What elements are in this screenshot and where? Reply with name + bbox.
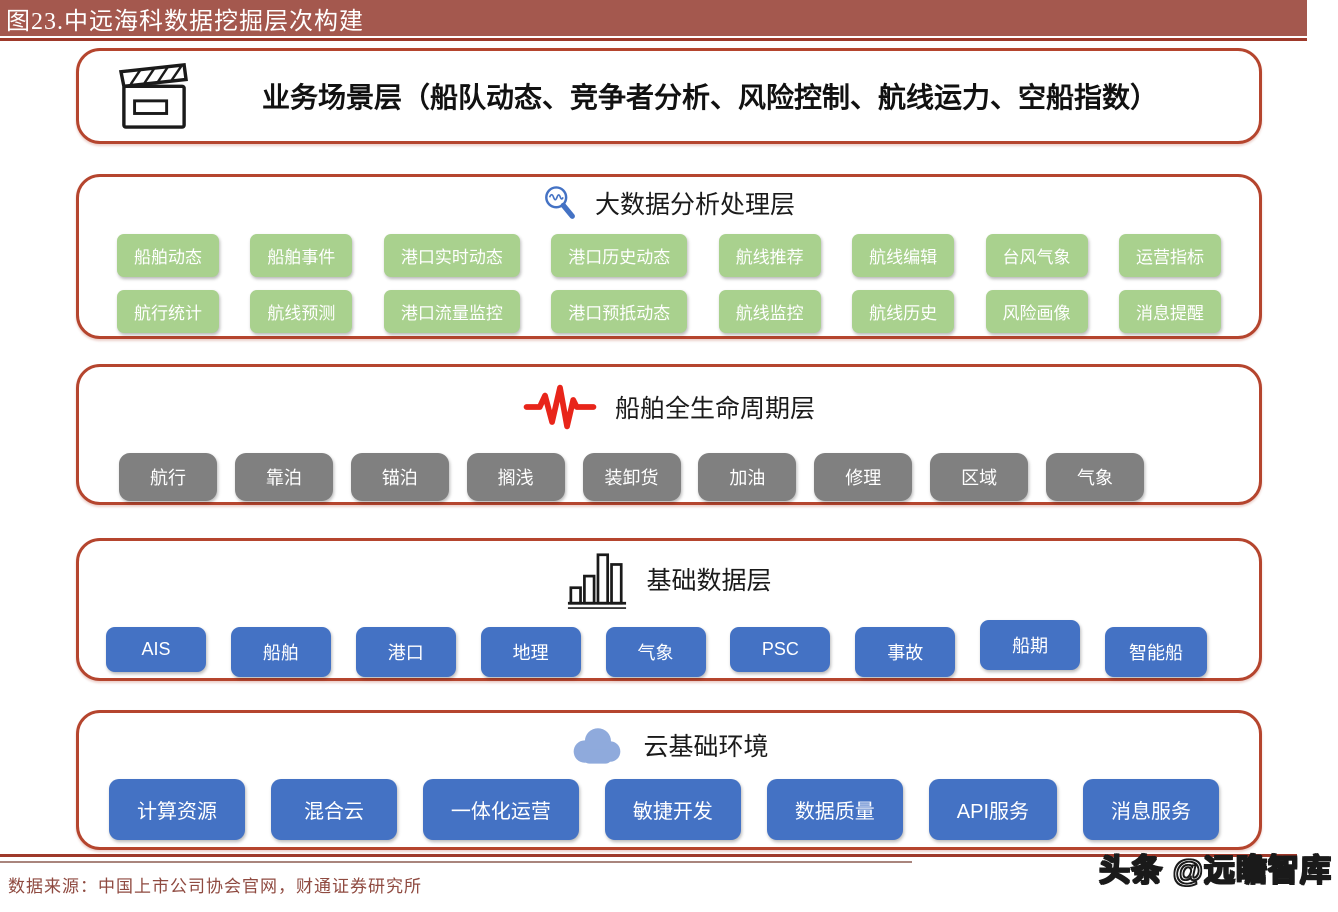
chip: 靠泊 [234,453,333,501]
chip: 消息服务 [1082,779,1219,840]
chip: 地理 [480,627,581,677]
chip: 航线编辑 [852,234,955,277]
chip: 港口历史动态 [551,234,688,277]
layer-title-cloud: 云基础环境 [643,733,769,761]
chip: 航线历史 [852,290,955,333]
chip: 港口 [355,627,456,677]
chip: 船舶 [230,627,331,677]
layer-cloud-infrastructure: 云基础环境 计算资源混合云一体化运营敏捷开发数据质量 API服务消息服务 [76,710,1262,850]
layer-diagram: 业务场景层（船队动态、竞争者分析、风险控制、航线运力、空船指数） 大数据分析处理… [0,48,1338,850]
layer-header: 大数据分析处理层 [79,185,1259,221]
chip: 运营指标 [1118,234,1221,277]
chip: 加油 [698,453,797,501]
layer-base-data: 基础数据层 AIS 船舶港口地理气象 PSC 事故船期智能船 [76,538,1262,681]
title-divider [0,38,1307,41]
chip: 风险画像 [985,290,1088,333]
chip: 修理 [814,453,913,501]
layer-business-scenario: 业务场景层（船队动态、竞争者分析、风险控制、航线运力、空船指数） [76,48,1262,144]
layer-title-big-data: 大数据分析处理层 [594,191,795,219]
bottom-divider-thick [0,854,1297,857]
chip-row-cloud: 计算资源混合云一体化运营敏捷开发数据质量 API服务消息服务 [79,779,1259,840]
layer-vessel-lifecycle: 船舶全生命周期层 航行靠泊锚泊搁浅装卸货加油修理区域气象 [76,364,1262,505]
chip: 航线推荐 [718,234,821,277]
chip: 数据质量 [766,779,903,840]
magnifier-icon [543,185,577,221]
chip: 船舶事件 [250,234,353,277]
chip: 计算资源 [109,779,245,840]
chip: 航行 [119,453,217,501]
chip: 智能船 [1105,627,1207,677]
layer-header: 云基础环境 [79,725,1259,765]
chip: 航线预测 [250,290,353,333]
layer-title-base-data: 基础数据层 [646,567,772,595]
chip: 台风气象 [985,234,1088,277]
chip: 区域 [930,453,1029,501]
chip-row-base-data: AIS 船舶港口地理气象 PSC 事故船期智能船 [79,620,1259,677]
pulse-icon [523,381,597,433]
data-source-note: 数据来源：中国上市公司协会官网，财通证券研究所 [8,877,422,896]
chip: 混合云 [270,779,397,840]
chip: 事故 [855,627,956,677]
figure-title: 图23.中远海科数据挖掘层次构建 [6,8,364,35]
chip: 航行统计 [117,290,219,333]
chip: AIS [106,627,206,672]
chip: 一体化运营 [422,779,579,840]
bottom-divider-thin [0,861,912,863]
layer-header: 基础数据层 [79,547,1259,611]
bar-chart-icon [566,547,628,611]
watermark: 头条 @远瞻智库 [1098,852,1332,889]
chip-row-lifecycle: 航行靠泊锚泊搁浅装卸货加油修理区域气象 [79,453,1259,501]
figure-title-bar: 图23.中远海科数据挖掘层次构建 [0,0,1307,36]
chip: 锚泊 [350,453,449,501]
chip: API服务 [928,779,1058,840]
chip: PSC [730,627,831,672]
layer-big-data-analysis: 大数据分析处理层 船舶动态船舶事件港口实时动态港口历史动态航线推荐航线编辑台风气… [76,174,1262,339]
chip: 港口预抵动态 [551,290,688,333]
chip: 港口流量监控 [383,290,520,333]
clapperboard-icon [117,62,191,130]
chip: 船期 [980,620,1081,670]
layer-title-lifecycle: 船舶全生命周期层 [614,395,815,423]
chip: 装卸货 [582,453,681,501]
chip: 搁浅 [466,453,565,501]
chip: 消息提醒 [1118,290,1221,333]
chip: 港口实时动态 [383,234,520,277]
chip: 气象 [605,627,706,677]
chip: 船舶动态 [117,234,219,277]
chip: 航线监控 [718,290,821,333]
chip-row-analysis-1: 船舶动态船舶事件港口实时动态港口历史动态航线推荐航线编辑台风气象运营指标 [79,234,1259,277]
chip: 气象 [1046,453,1144,501]
cloud-icon [569,725,625,765]
chip-row-analysis-2: 航行统计航线预测港口流量监控港口预抵动态航线监控航线历史风险画像消息提醒 [79,290,1259,333]
layer-title-business: 业务场景层（船队动态、竞争者分析、风险控制、航线运力、空船指数） [261,82,1158,113]
chip: 敏捷开发 [604,779,741,840]
layer-header: 船舶全生命周期层 [79,381,1259,433]
